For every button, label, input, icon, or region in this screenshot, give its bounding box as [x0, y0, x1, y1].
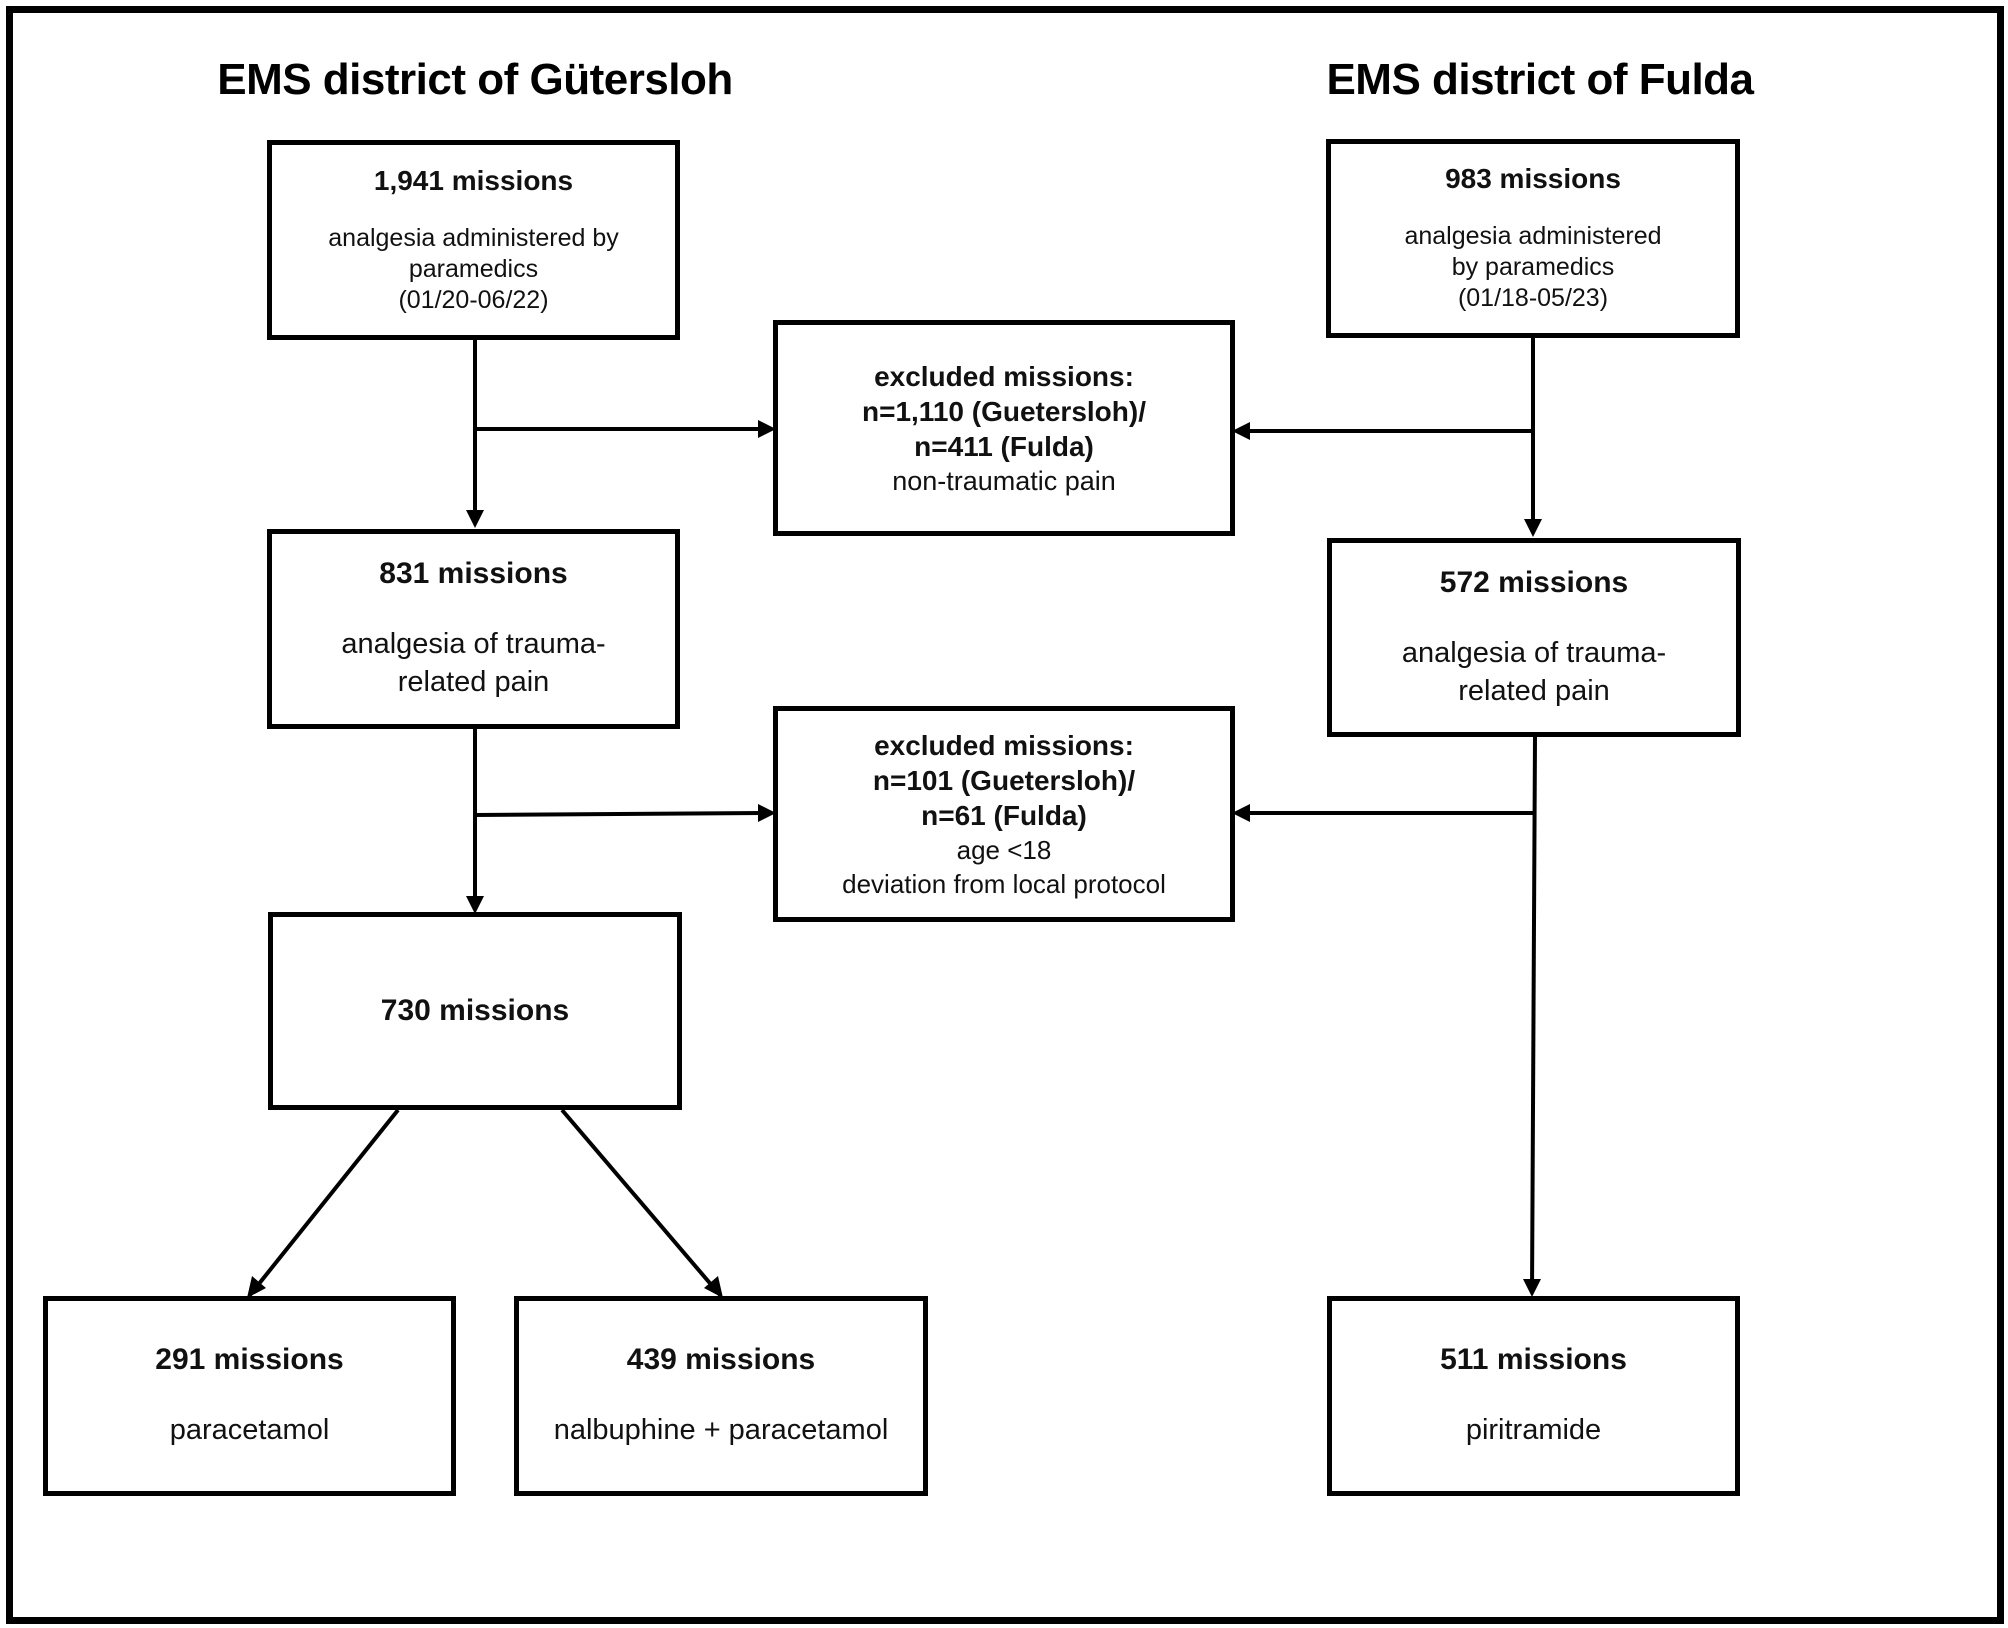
arrowhead [1523, 1279, 1541, 1297]
box-fulda-trauma: 572 missions analgesia of trauma- relate… [1327, 538, 1741, 737]
box-guetersloh-start: 1,941 missions analgesia administered by… [267, 140, 680, 340]
arrow-gt-final-to-paracetamol [248, 1108, 400, 1297]
arrow-fu-trauma-to-piritramide [1530, 736, 1537, 1294]
box-piritramide: 511 missions piritramide [1327, 1296, 1740, 1496]
exclusion-reason: non-traumatic pain [892, 465, 1116, 496]
box-description: analgesia of trauma- related pain [341, 628, 606, 698]
arrowhead [758, 804, 776, 822]
arrowhead [247, 1276, 266, 1298]
box-count: 439 missions [626, 1343, 816, 1376]
box-exclusion-age-protocol: excluded missions: n=101 (Guetersloh)/ n… [773, 706, 1235, 922]
arrowhead [1232, 422, 1250, 440]
box-nalbuphine-paracetamol: 439 missions nalbuphine + paracetamol [514, 1296, 928, 1496]
box-count: 511 missions [1440, 1343, 1627, 1376]
box-count: 831 missions [379, 557, 568, 590]
box-description: analgesia administered by paramedics (01… [1404, 222, 1662, 312]
box-description: piritramide [1465, 1414, 1602, 1446]
box-guetersloh-trauma: 831 missions analgesia of trauma- relate… [267, 529, 680, 729]
arrowhead [758, 420, 776, 438]
box-description: analgesia of trauma- related pain [1401, 636, 1667, 707]
box-fulda-start: 983 missions analgesia administered by p… [1326, 139, 1740, 338]
box-exclusion-non-traumatic: excluded missions: n=1,110 (Guetersloh)/… [773, 320, 1235, 536]
box-count: 1,941 missions [373, 164, 574, 196]
arrowhead [704, 1276, 723, 1298]
arrowhead [1232, 804, 1250, 822]
arrow-gt-to-exclusion-2 [474, 811, 773, 817]
box-guetersloh-final: 730 missions [268, 912, 682, 1110]
box-description: nalbuphine + paracetamol [553, 1414, 889, 1446]
arrowhead [466, 510, 484, 528]
box-description: paracetamol [169, 1414, 330, 1446]
box-count: 572 missions [1439, 565, 1629, 599]
box-count: 291 missions [155, 1343, 344, 1376]
box-description: analgesia administered by paramedics (01… [328, 223, 619, 314]
exclusion-title: excluded missions: n=1,110 (Guetersloh)/… [862, 360, 1146, 462]
exclusion-reason: age <18 deviation from local protocol [842, 834, 1166, 899]
figure-frame [6, 6, 2004, 1624]
arrowhead [466, 896, 484, 914]
box-count: 730 missions [380, 994, 570, 1027]
box-paracetamol: 291 missions paracetamol [43, 1296, 456, 1496]
heading-fulda: EMS district of Fulda [1326, 55, 1754, 104]
arrow-gt-final-to-nalbuphine [560, 1108, 722, 1297]
exclusion-title: excluded missions: n=101 (Guetersloh)/ n… [872, 729, 1136, 831]
box-count: 983 missions [1445, 163, 1621, 194]
arrowhead [1524, 519, 1542, 537]
heading-guetersloh: EMS district of Gütersloh [217, 55, 733, 104]
